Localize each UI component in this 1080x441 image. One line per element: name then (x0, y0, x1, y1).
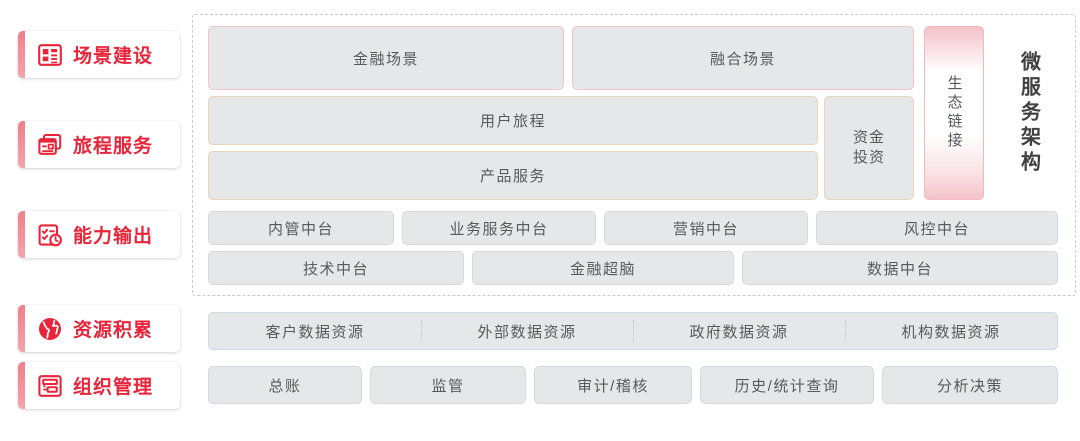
sidebar-item-label: 资源积累 (73, 320, 154, 341)
organization-box-analysis-decision[interactable]: 分析决策 (882, 366, 1058, 404)
sidebar: 场景建设 旅程服务 (0, 0, 190, 441)
resource-bar: 客户数据资源 外部数据资源 政府数据资源 机构数据资源 (208, 312, 1058, 350)
journey-box-product-service[interactable]: 产品服务 (208, 151, 818, 200)
sidebar-item-label: 旅程服务 (73, 136, 154, 157)
funding-investment-line1: 资金 (852, 128, 885, 146)
resource-segment-government[interactable]: 政府数据资源 (633, 313, 845, 349)
checklist-clock-icon (36, 221, 63, 248)
resource-segment-customer[interactable]: 客户数据资源 (265, 323, 365, 341)
capability-box-data[interactable]: 数据中台 (742, 251, 1058, 285)
microservice-boundary (192, 14, 1076, 296)
resource-segment-external[interactable]: 外部数据资源 (421, 313, 633, 349)
sidebar-item-label: 场景建设 (73, 46, 154, 67)
sidebar-item-resource[interactable]: 资源积累 (18, 305, 180, 352)
sidebar-item-organization[interactable]: 组织管理 (18, 362, 180, 409)
organization-box-general-ledger[interactable]: 总账 (208, 366, 362, 404)
organization-box-supervision[interactable]: 监管 (370, 366, 526, 404)
resource-segment-institution[interactable]: 机构数据资源 (845, 313, 1057, 349)
scenario-box-finance[interactable]: 金融场景 (208, 26, 564, 90)
capability-box-risk-control[interactable]: 风控中台 (816, 211, 1058, 245)
capability-box-marketing[interactable]: 营销中台 (604, 211, 808, 245)
card-stack-icon (36, 131, 63, 158)
ecosystem-link-box[interactable]: 生态链接 (924, 26, 984, 200)
sidebar-item-capability[interactable]: 能力输出 (18, 211, 180, 258)
funding-investment-line2: 投资 (852, 149, 885, 166)
sidebar-item-scenario[interactable]: 场景建设 (18, 31, 180, 78)
scenario-box-fusion[interactable]: 融合场景 (572, 26, 914, 90)
diagram-area: 金融场景 融合场景 用户旅程 产品服务 资金投资 生态链接 微服务架构 内管中台… (190, 0, 1080, 441)
org-chart-icon (36, 372, 63, 399)
globe-icon (36, 315, 63, 342)
sidebar-item-label: 组织管理 (73, 377, 154, 398)
sidebar-item-label: 能力输出 (73, 226, 154, 247)
funding-investment-box[interactable]: 资金投资 (824, 96, 914, 200)
organization-box-history-query[interactable]: 历史/统计查询 (700, 366, 874, 404)
organization-box-audit[interactable]: 审计/稽核 (534, 366, 692, 404)
capability-box-internal-mgmt[interactable]: 内管中台 (208, 211, 394, 245)
capability-box-financial-brain[interactable]: 金融超脑 (472, 251, 734, 285)
capability-box-technology[interactable]: 技术中台 (208, 251, 464, 285)
sidebar-item-journey[interactable]: 旅程服务 (18, 121, 180, 168)
microservice-architecture-label: 微服务架构 (1017, 50, 1040, 176)
capability-box-business-service[interactable]: 业务服务中台 (402, 211, 596, 245)
journey-box-user-journey[interactable]: 用户旅程 (208, 96, 818, 145)
layout-grid-icon (36, 41, 63, 68)
